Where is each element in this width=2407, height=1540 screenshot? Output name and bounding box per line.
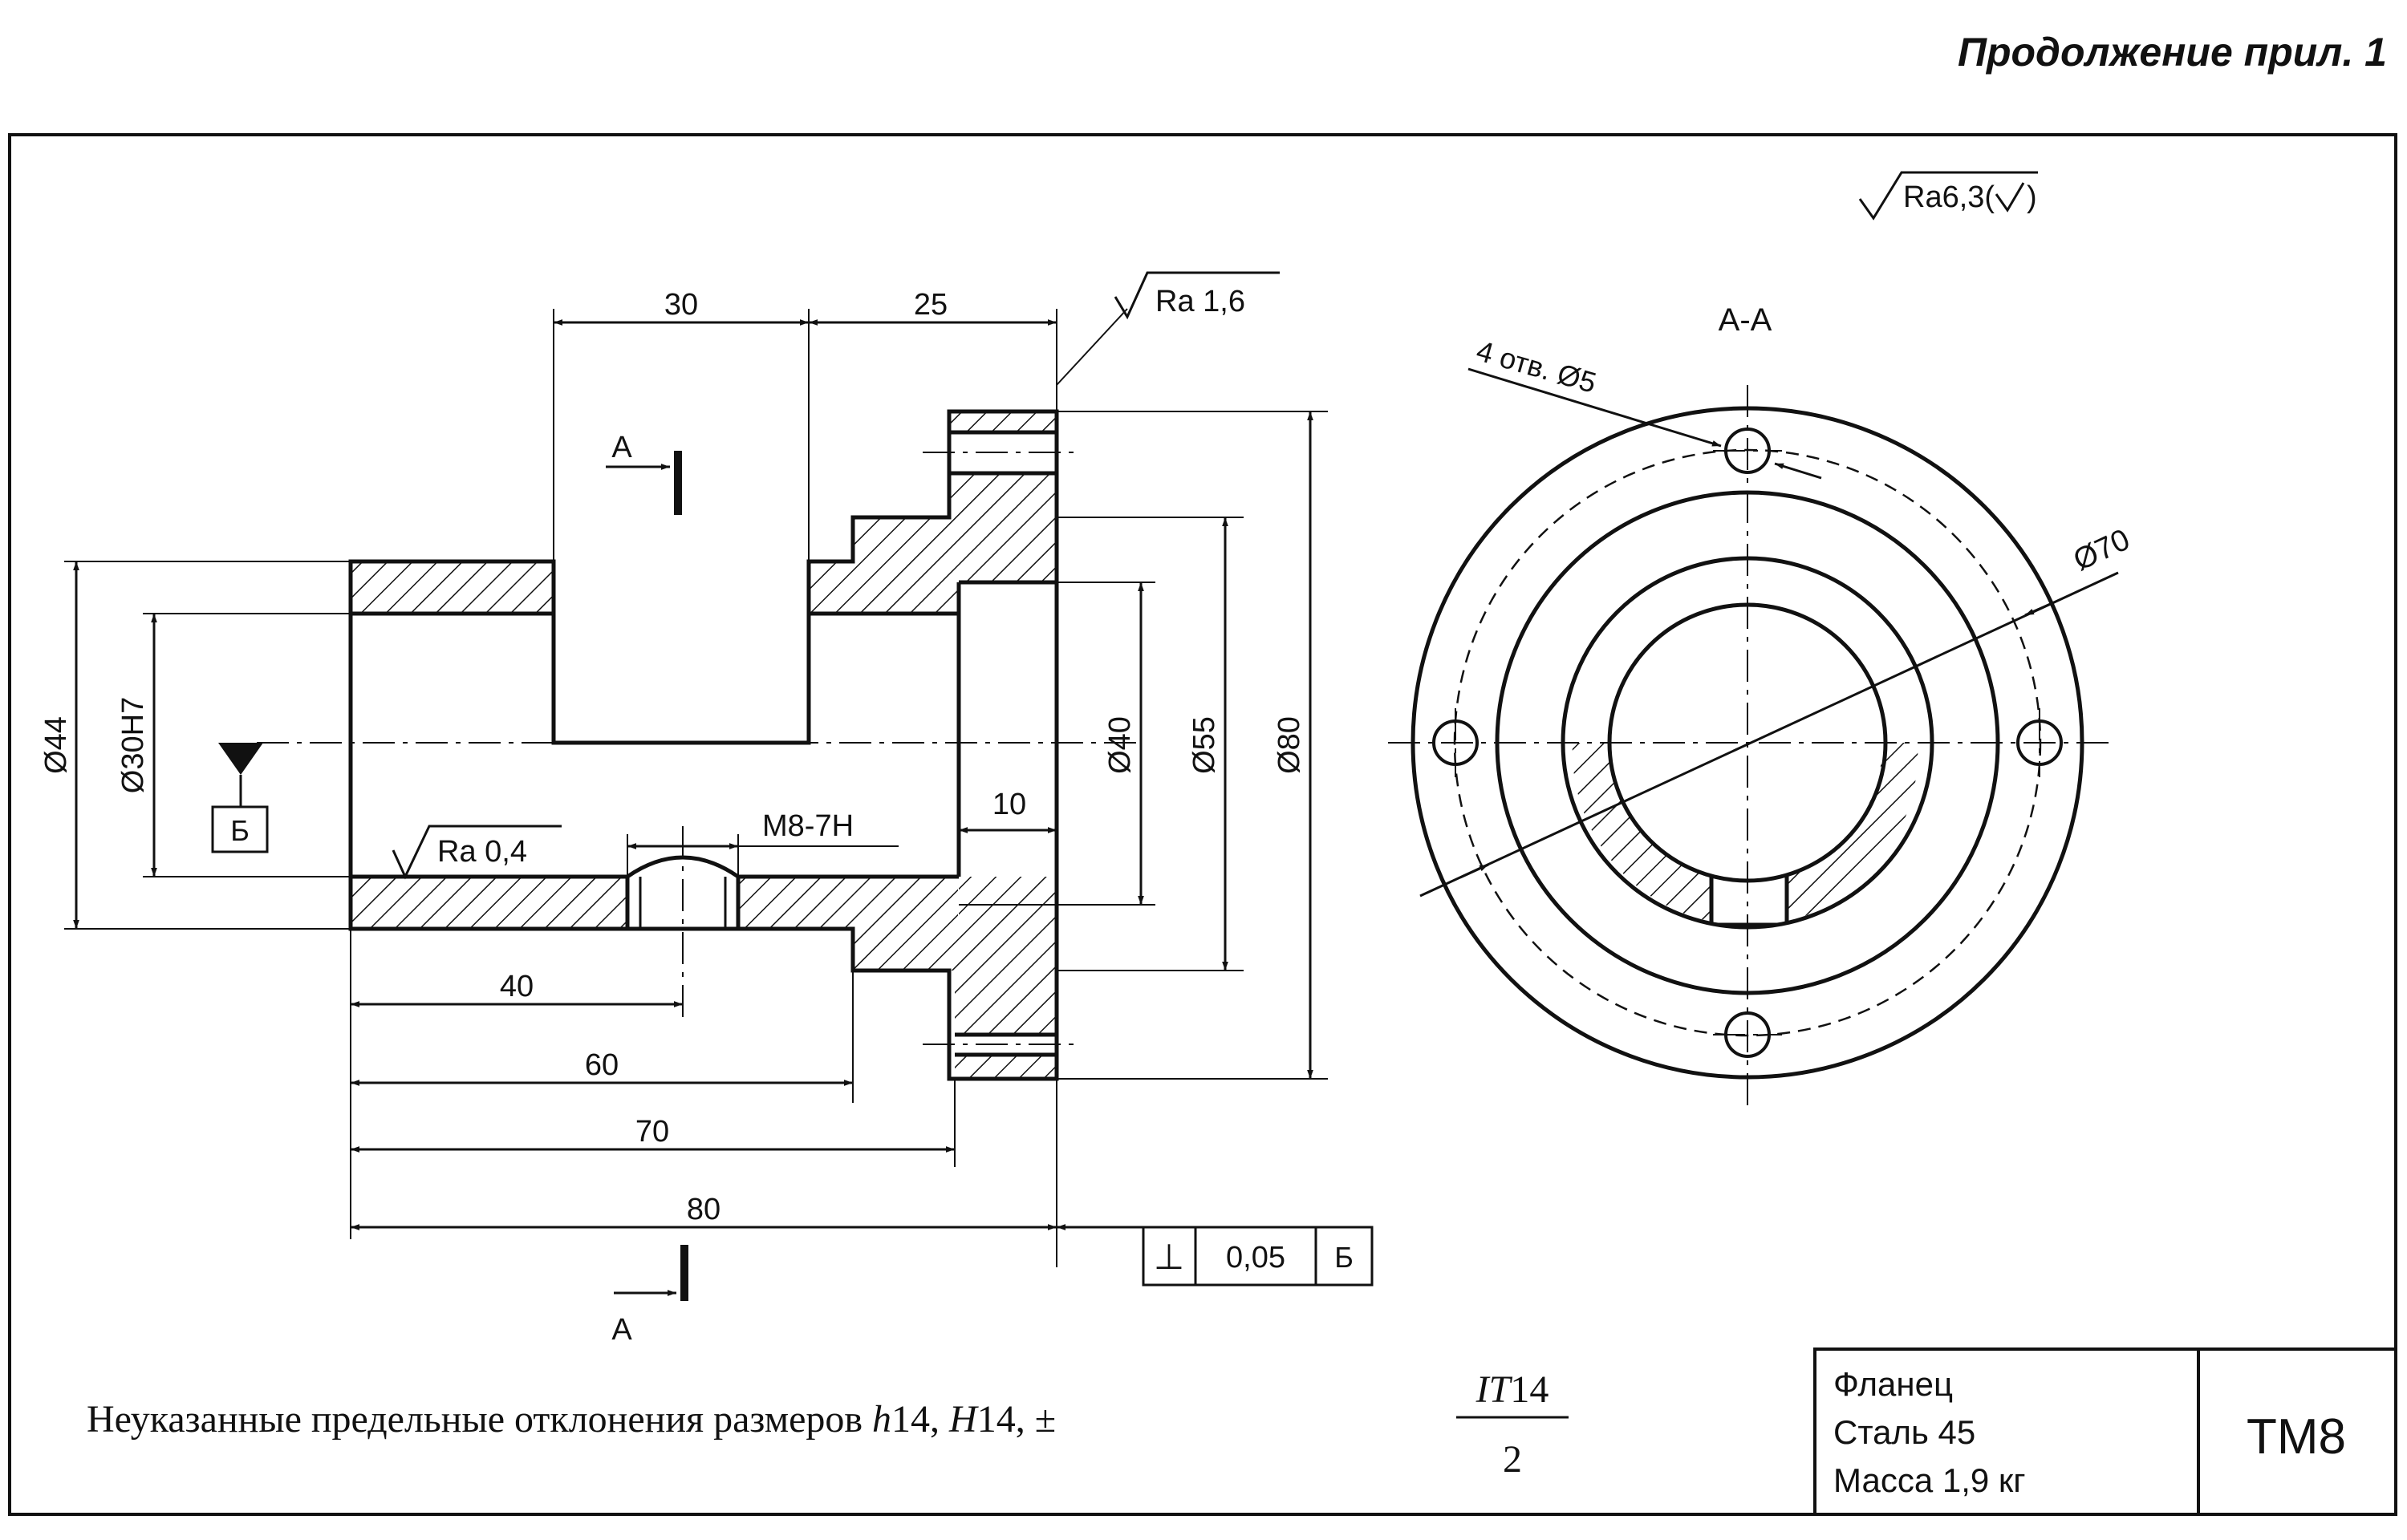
fraction-numerator: IT14: [1475, 1368, 1549, 1411]
fraction-it-num: 14: [1510, 1368, 1549, 1411]
aa-hatching: [1572, 743, 1918, 922]
dim-d40: Ø40: [1103, 716, 1137, 774]
note-H-num: 14, ±: [977, 1398, 1056, 1441]
dim-l25: 25: [914, 288, 948, 322]
roughness-outer: Ra 1,6: [1056, 271, 1280, 386]
note-text: Неуказанные предельные отклонения размер…: [87, 1398, 872, 1441]
centerlines: [257, 452, 1139, 1045]
general-roughness-mark: Ra6,3( ): [1858, 171, 2038, 221]
dim-d44: Ø44: [39, 716, 73, 774]
dim-l40: 40: [500, 970, 534, 1003]
tolerance-symbol: ⊥: [1154, 1238, 1184, 1277]
tolerance-note: Неуказанные предельные отклонения размер…: [87, 1398, 1056, 1441]
drawing-frame: [8, 133, 2397, 1516]
note-H: H: [948, 1398, 979, 1441]
title-part: Фланец: [1833, 1365, 1953, 1403]
dim-d55: Ø55: [1187, 716, 1221, 774]
dim-l10: 10: [992, 788, 1026, 821]
title-material: Сталь 45: [1833, 1413, 1975, 1451]
section-title: А-А: [1719, 302, 1772, 338]
section-hatching: [351, 411, 1057, 1079]
fraction-denominator: 2: [1503, 1438, 1522, 1481]
roughness-bore: Ra 0,4: [392, 825, 562, 880]
section-outline: [348, 409, 1059, 1081]
dim-l70: 70: [635, 1115, 669, 1149]
datum-b: Б: [211, 743, 269, 853]
title-mass: Масса 1,9 кг: [1833, 1461, 2026, 1499]
section-mark-top: А: [611, 431, 632, 464]
section-arrow-bottom: А: [611, 1245, 688, 1347]
sectional-view: [257, 409, 1139, 1081]
general-roughness-text: Ra6,3(: [1903, 180, 1995, 214]
perpendicularity-frame: ⊥ 0,05 Б: [1057, 1224, 1374, 1287]
note-fraction: IT14 2: [1456, 1368, 1569, 1481]
note-h-num: 14,: [891, 1398, 949, 1441]
title-code: ТМ8: [2247, 1409, 2346, 1465]
dim-l30: 30: [664, 288, 698, 322]
dim-l80: 80: [687, 1193, 720, 1226]
note-h: h: [872, 1398, 891, 1441]
section-view-aa: Ø70 4 отв. Ø5: [1388, 334, 2135, 1111]
continuation-label: Продолжение прил. 1: [1958, 30, 2387, 75]
dim-d30h7: Ø30H7: [116, 697, 150, 793]
section-arrow-top: А: [606, 431, 682, 515]
roughness-bore-text: Ra 0,4: [437, 835, 527, 869]
dim-d70: Ø70: [2068, 523, 2135, 578]
dimension-lines: [64, 309, 1328, 1267]
roughness-outer-text: Ra 1,6: [1155, 285, 1245, 318]
section-mark-bottom: А: [611, 1313, 632, 1347]
dim-thread: M8-7H: [762, 809, 854, 843]
dim-d80: Ø80: [1273, 716, 1306, 774]
general-roughness-tail: ): [2027, 180, 2037, 214]
dim-l60: 60: [585, 1048, 619, 1082]
datum-letter: Б: [230, 814, 250, 847]
title-block: Фланец Сталь 45 Масса 1,9 кг ТМ8: [1813, 1348, 2397, 1516]
fraction-it: IT: [1475, 1368, 1513, 1411]
tolerance-value: 0,05: [1226, 1241, 1285, 1275]
tolerance-datum: Б: [1334, 1241, 1354, 1274]
